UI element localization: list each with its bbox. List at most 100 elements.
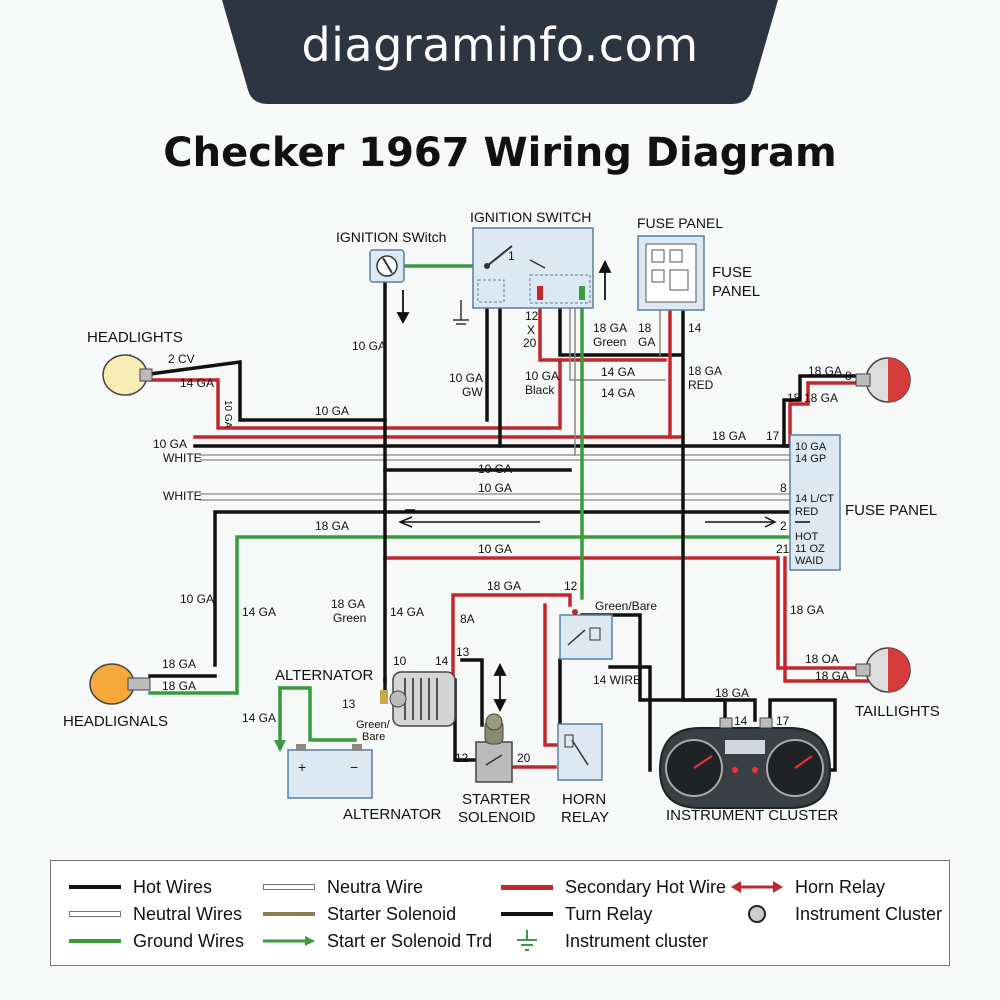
wl-13-sol: 13 [456,645,470,659]
wl-10ga-white-1: 10 GA [153,437,187,451]
wl-18ga-red-1: 18 GA [688,364,722,378]
label-headlignals: HEADLIGNALS [63,713,168,730]
wl-20: 20 [523,336,537,350]
fuse-panel-top [637,235,705,311]
label-fuse-top-side-2: PANEL [712,283,760,300]
wl-1-ign: 1 [508,249,515,263]
wl-14-alt: 14 [435,654,449,668]
wl-18ga-tl-top-1: 18 GA [808,364,842,378]
wl-ga-fp: GA [638,335,655,349]
wl-10ga-black-1: 10 GA [525,369,559,383]
wl-14-fp: 14 [688,321,702,335]
wl-8a: 8A [460,612,475,626]
label-ignition-switch-box: IGNITION SWITCH [470,209,591,225]
ignition-switch-box [453,227,594,325]
wl-10ga-left-drop: 10 GA [180,592,214,606]
wl-18ga-tl-top-3: 18 GA [804,391,838,405]
label-taillights: TAILLIGHTS [855,703,940,720]
wl-white: WHITE [163,489,202,503]
legend-item-horn-relay: Horn Relay [731,876,885,898]
bus-green [148,535,792,695]
wl-10-alt: 10 [393,654,407,668]
wl-18ga-tl-r: 18 GA [790,603,824,617]
wl-10ga-left-wire: 10 GA [315,404,349,418]
legend: Hot Wires Neutral Wires Ground Wires Neu… [50,860,950,966]
starter-solenoid [475,713,513,783]
sol-red [451,593,572,682]
ground-arrow-icon [274,740,286,752]
wl-10ga-hl: 10 GA [222,400,233,429]
wl-14ga-mid-1: 14 GA [601,365,635,379]
diagram-title: Checker 1967 Wiring Diagram [163,130,837,176]
legend-item-starter-solenoid-trd: Start er Solenoid Trd [263,930,492,952]
wl-21-fp: 21 [776,542,790,556]
legend-item-secondary-hot-wire: Secondary Hot Wire [501,876,726,898]
relay-black [580,613,727,722]
wl-14-ic: 14 [734,714,748,728]
fuse-text-1: 14 GP [795,453,826,465]
relay-black-2 [608,665,652,772]
wl-10ga-bus7: 10 GA [478,542,512,556]
battery: + − [287,744,373,799]
instrument-cluster [658,717,832,809]
wl-18ga-bus5: 18 GA [315,519,349,533]
headlight-top [102,353,153,397]
alt-to-sol [453,678,477,762]
wl-14ga-mid-2: 14 GA [601,386,635,400]
wl-10ga-gw-2: GW [462,385,483,399]
label-alternator-bottom: ALTERNATOR [343,806,442,823]
legend-item-neutra-wire: Neutra Wire [263,876,423,898]
fuse-text-6: WAID [795,555,823,567]
wl-2cv: 2 CV [168,352,195,366]
fuse-text-0: 10 GA [795,441,827,453]
wl-18ga-hlb-1: 18 GA [162,657,196,671]
legend-item-instrument-cluster: Instrument Cluster [731,903,942,925]
ign-gray-1 [569,299,666,381]
wl-18-tl-top-2: 18 [787,391,801,405]
wl-12-sol: 12 [455,751,469,765]
wl-green-bare-alt-1: Green/ [356,719,391,731]
wl-18ga-green-mid-1: 18 GA [331,597,365,611]
ic-black [768,698,837,772]
legend-item-neutral-wires: Neutral Wires [69,903,242,925]
label-ignition-switch-small: IGNITION SWitch [336,229,446,245]
site-banner-text: diagraminfo.com [301,18,699,72]
label-alternator-top: ALTERNATOR [275,667,374,684]
wl-18-fp: 18 [638,321,652,335]
wl-13-alt: 13 [342,697,356,711]
wl-18ga-ic: 18 GA [715,686,749,700]
ignition-switch-small [369,249,405,283]
ign-red-1 [538,298,667,362]
tl-top-black [782,374,872,448]
horn-relay [557,723,603,781]
headlight-bottom [89,663,151,705]
label-fuse-top-side-1: FUSE [712,264,752,281]
turn-relay [559,609,613,660]
fuse-text-3: RED [795,506,818,518]
wiring-diagram: + − [63,209,940,826]
label-instrument-cluster: INSTRUMENT CLUSTER [666,807,838,824]
fuse-text-2: 14 L/CT [795,493,834,505]
taillight-top [855,357,911,403]
wl-17-bus: 17 [766,429,780,443]
alt-green [278,686,357,742]
wl-10ga-white-2: WHITE [163,451,202,465]
hl-top-red [148,358,562,430]
wl-12-green: 12 [564,579,578,593]
wl-18ga-tl-b: 18 GA [815,669,849,683]
wl-green-bare: Green/Bare [595,599,657,613]
wl-12: 12 [525,309,539,323]
ground-symbol-icon [517,930,537,951]
wl-18ga-green-mid-2: Green [333,611,366,625]
fuse-text-4: HOT [795,531,819,543]
legend-item-starter-solenoid: Starter Solenoid [263,903,456,925]
circle-icon [748,905,766,923]
wl-18ga-sol: 18 GA [487,579,521,593]
fuse-panel-right [789,434,841,571]
legend-item-ground-wires: Ground Wires [69,930,244,952]
site-banner-shape [222,0,778,104]
wl-14-wire: 14 WIRE [593,673,641,687]
wl-x: X [527,323,535,337]
alt-to-sol-2 [460,658,484,727]
alternator [380,671,456,727]
